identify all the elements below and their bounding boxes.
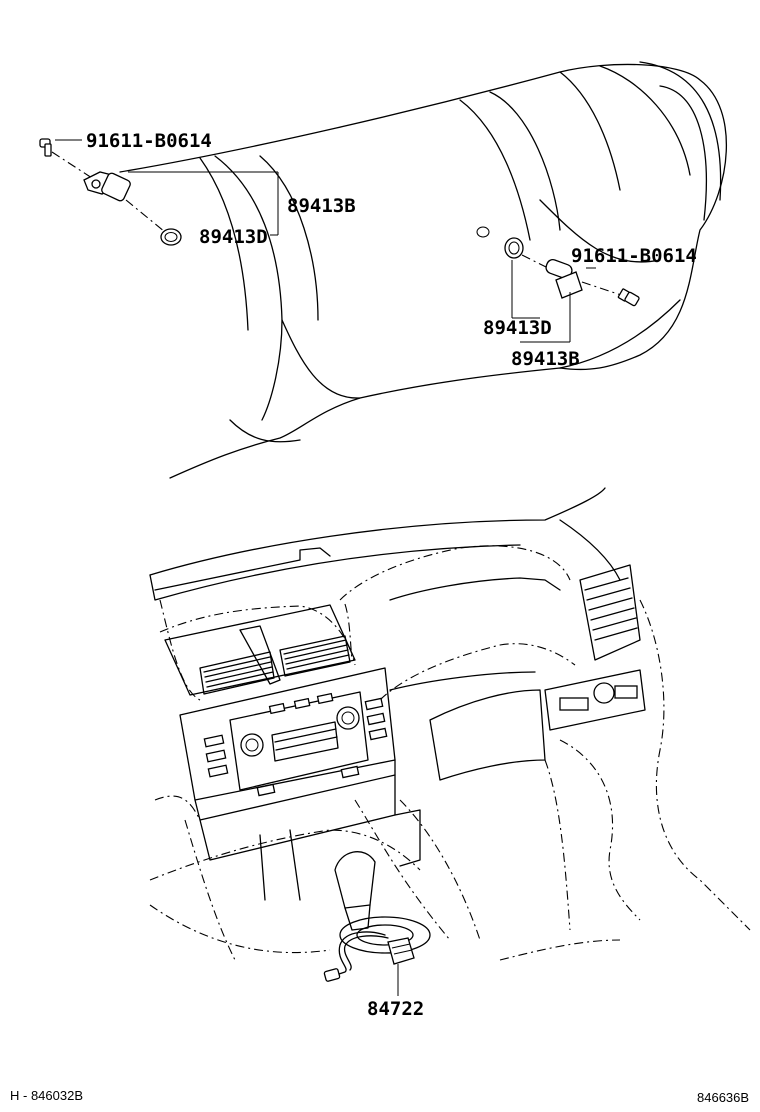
label-shift-sensor: 84722 xyxy=(367,998,424,1020)
right-sensor-assembly xyxy=(476,226,640,343)
shift-lever xyxy=(334,851,431,954)
diagram-code-left: H - 846032B xyxy=(10,1088,83,1103)
diagram-code-right: 846636B xyxy=(697,1090,749,1105)
shift-sensor-assembly xyxy=(323,931,415,996)
bolt-icon xyxy=(39,138,52,157)
label-bolt-top-left: 91611-B0614 xyxy=(86,130,212,152)
transmission-housing xyxy=(119,61,727,479)
dashboard-outline xyxy=(149,487,751,931)
shift-position-sensor-icon xyxy=(387,937,415,965)
label-bolt-right: 91611-B0614 xyxy=(571,245,697,267)
o-ring-icon xyxy=(504,237,524,259)
bolt-icon xyxy=(617,288,640,307)
label-sensor-right: 89413B xyxy=(511,348,580,370)
center-console xyxy=(149,604,621,961)
speed-sensor-icon xyxy=(83,171,131,202)
label-oring-right: 89413D xyxy=(483,317,552,339)
connector-icon xyxy=(323,968,341,982)
part-labels: 91611-B0614 89413B 89413D 91611-B0614 89… xyxy=(86,130,697,1020)
label-oring-top-left: 89413D xyxy=(199,226,268,248)
o-ring-icon xyxy=(160,228,182,246)
left-sensor-assembly xyxy=(39,138,279,246)
speed-sensor-icon xyxy=(545,259,583,299)
label-sensor-top-left: 89413B xyxy=(287,195,356,217)
